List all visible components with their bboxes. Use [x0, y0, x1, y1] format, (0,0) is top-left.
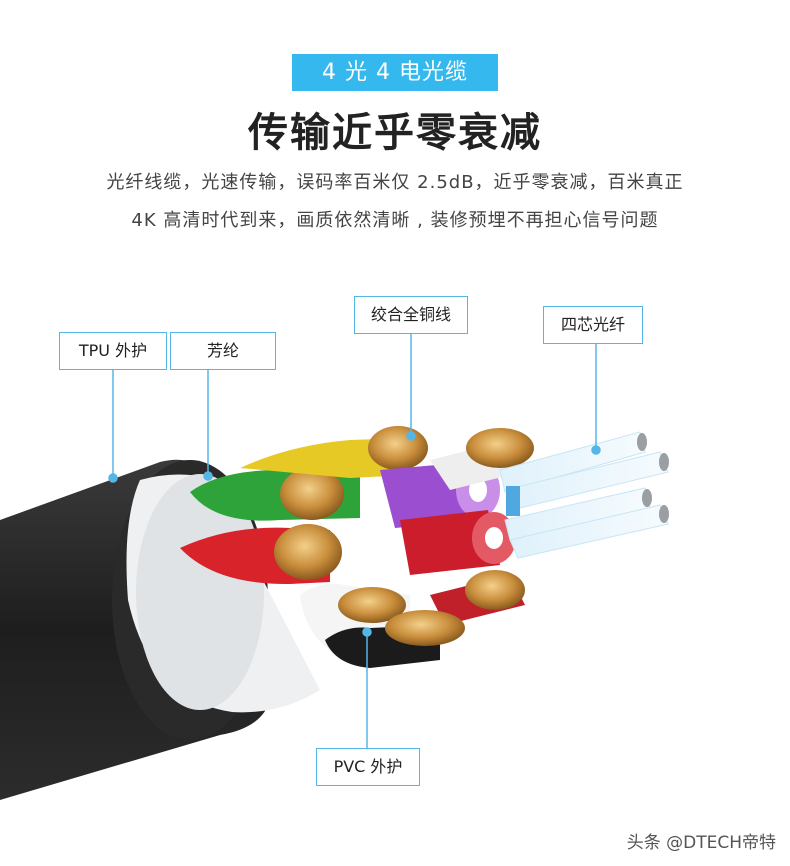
description-line-1: 光纤线缆，光速传输，误码率百米仅 2.5dB，近乎零衰减，百米真正 — [106, 172, 684, 193]
label-stranded-copper: 绞合全铜线 — [354, 296, 468, 334]
product-badge: 4 光 4 电光缆 — [292, 54, 498, 91]
leader-lines — [108, 333, 601, 748]
description-line-2: 4K 高清时代到来，画质依然清晰 , 装修预埋不再担心信号问题 — [131, 210, 659, 231]
optical-fibers — [499, 431, 669, 559]
label-four-core-fiber: 四芯光纤 — [543, 306, 643, 344]
label-pvc-jacket: PVC 外护 — [316, 748, 420, 786]
copper-cores — [180, 426, 534, 668]
watermark: 头条 @DTECH帝特 — [626, 833, 776, 853]
page-title: 传输近乎零衰减 — [248, 110, 542, 156]
label-tpu-jacket: TPU 外护 — [59, 332, 167, 370]
label-aramid: 芳纶 — [170, 332, 276, 370]
